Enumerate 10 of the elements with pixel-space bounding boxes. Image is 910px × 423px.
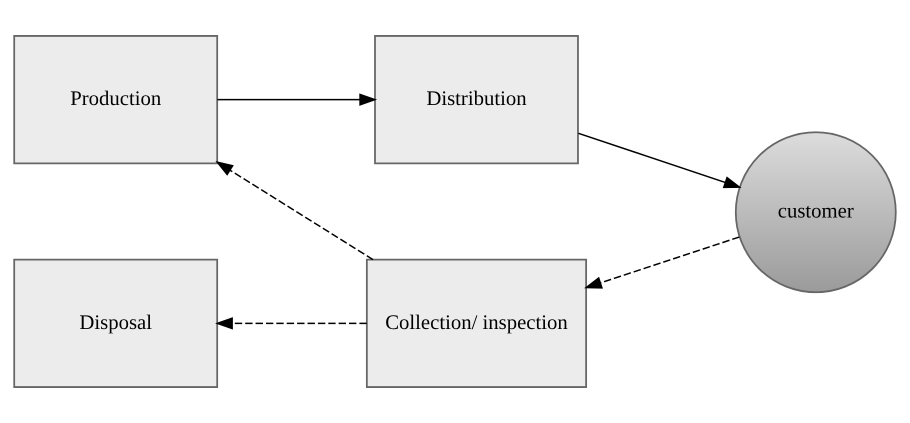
node-box: Collection/ inspection <box>366 258 588 388</box>
arrow <box>215 161 374 260</box>
arrow <box>578 132 742 188</box>
node-circle: customer <box>734 131 897 294</box>
node-box: Distribution <box>374 35 579 164</box>
node-box: Production <box>13 35 218 164</box>
arrow <box>217 93 378 106</box>
node-box: Disposal <box>13 258 218 388</box>
arrow <box>584 236 740 289</box>
arrow <box>215 317 367 330</box>
